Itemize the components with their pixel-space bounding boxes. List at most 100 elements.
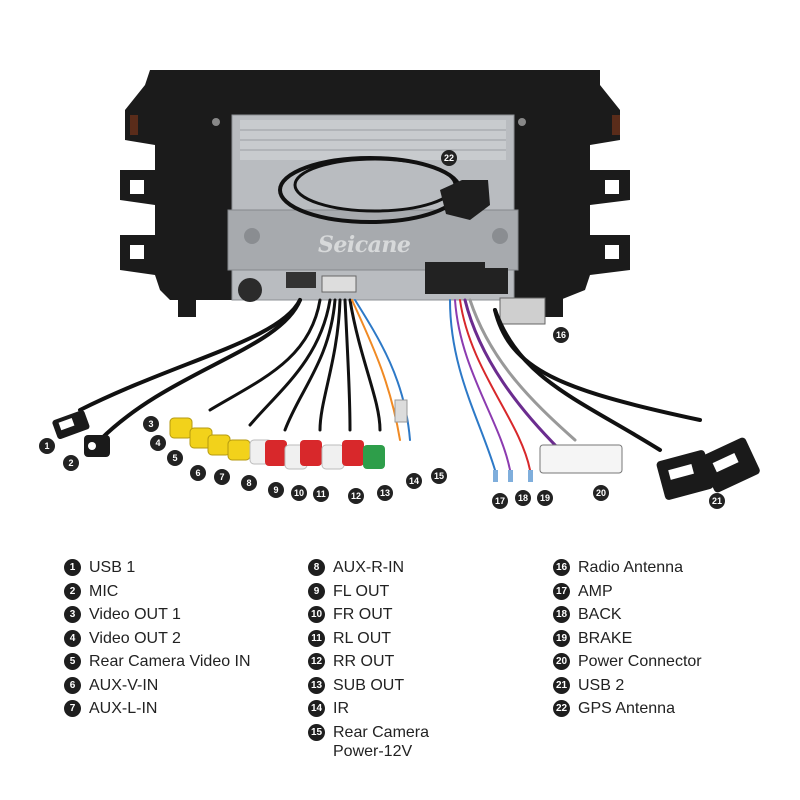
legend-number: 2 bbox=[64, 582, 81, 600]
legend-number: 18 bbox=[553, 606, 570, 623]
legend-item: 12 RR OUT bbox=[308, 652, 429, 676]
legend-item: 5 Rear Camera Video IN bbox=[64, 652, 251, 676]
legend-label: MIC bbox=[89, 582, 119, 600]
legend-number: 14 bbox=[308, 700, 325, 717]
legend-number: 9 bbox=[308, 582, 325, 600]
legend-label: AUX-V-IN bbox=[89, 676, 159, 694]
callout-2: 2 bbox=[63, 455, 79, 471]
legend-label: RR OUT bbox=[333, 653, 395, 670]
legend-label: RL OUT bbox=[333, 629, 392, 647]
callout-18: 18 bbox=[515, 490, 531, 506]
legend-number: 19 bbox=[553, 629, 570, 647]
legend-item: 1 USB 1 bbox=[64, 558, 251, 582]
gps-antenna bbox=[278, 156, 490, 224]
callout-7: 7 bbox=[214, 469, 230, 485]
callout-11: 11 bbox=[313, 486, 329, 502]
callout-14: 14 bbox=[406, 473, 422, 489]
legend-label: USB 1 bbox=[89, 559, 136, 576]
legend-item: 10 FR OUT bbox=[308, 605, 429, 629]
legend-label: Rear Camera Power-12V bbox=[333, 723, 430, 760]
legend-item: 3 Video OUT 1 bbox=[64, 605, 251, 629]
legend-item: 15 Rear Camera Power-12V bbox=[308, 723, 429, 767]
legend-number: 15 bbox=[308, 723, 325, 741]
power-connector-usb2 bbox=[539, 437, 760, 500]
legend-item: 6 AUX-V-IN bbox=[64, 676, 251, 700]
legend-number: 22 bbox=[553, 700, 570, 717]
legend-column-3: 16 Radio Antenna 17 AMP 18 BACK 19 BRAKE 20 P… bbox=[553, 558, 702, 723]
callout-4: 4 bbox=[150, 435, 166, 451]
wire-terminals bbox=[493, 470, 533, 482]
legend-item: 18 BACK bbox=[553, 605, 702, 629]
legend-item: 9 FL OUT bbox=[308, 582, 429, 606]
legend-label: SUB OUT bbox=[333, 676, 405, 694]
callout-15: 15 bbox=[431, 468, 447, 484]
legend-label: AUX-L-IN bbox=[89, 700, 158, 717]
legend-label: AUX-R-IN bbox=[333, 559, 405, 576]
legend-number: 21 bbox=[553, 676, 570, 694]
legend-number: 4 bbox=[64, 629, 81, 647]
legend-number: 3 bbox=[64, 606, 81, 623]
rca-connectors bbox=[169, 399, 408, 470]
callout-12: 12 bbox=[348, 488, 364, 504]
legend-label: Rear Camera Video IN bbox=[89, 653, 251, 670]
legend-number: 17 bbox=[553, 582, 570, 600]
legend-label: USB 2 bbox=[578, 676, 625, 694]
legend-label: Radio Antenna bbox=[578, 559, 683, 576]
legend-item: 20 Power Connector bbox=[553, 652, 702, 676]
legend-number: 1 bbox=[64, 559, 81, 576]
callout-13: 13 bbox=[377, 485, 393, 501]
callout-21: 21 bbox=[709, 493, 725, 509]
legend-item: 17 AMP bbox=[553, 582, 702, 606]
callout-9: 9 bbox=[268, 482, 284, 498]
legend-item: 11 RL OUT bbox=[308, 629, 429, 653]
legend-label: IR bbox=[333, 700, 349, 717]
legend-number: 12 bbox=[308, 653, 325, 670]
legend-label: BACK bbox=[578, 606, 622, 623]
legend-item: 16 Radio Antenna bbox=[553, 558, 702, 582]
callout-1: 1 bbox=[39, 438, 55, 454]
legend-number: 6 bbox=[64, 676, 81, 694]
legend-label: BRAKE bbox=[578, 629, 633, 647]
cable-bundles bbox=[78, 298, 702, 471]
legend-item: 19 BRAKE bbox=[553, 629, 702, 653]
head-unit-illustration bbox=[52, 70, 760, 500]
legend-number: 20 bbox=[553, 653, 570, 670]
legend-label: Power Connector bbox=[578, 653, 702, 670]
callout-5: 5 bbox=[167, 450, 183, 466]
legend-label: AMP bbox=[578, 582, 613, 600]
callout-10: 10 bbox=[291, 485, 307, 501]
legend-item: 13 SUB OUT bbox=[308, 676, 429, 700]
legend-item: 14 IR bbox=[308, 699, 429, 723]
legend-label: FL OUT bbox=[333, 582, 390, 600]
rear-connectors bbox=[238, 262, 546, 325]
callout-19: 19 bbox=[537, 490, 553, 506]
legend-number: 7 bbox=[64, 700, 81, 717]
legend-number: 11 bbox=[308, 629, 325, 647]
legend-number: 13 bbox=[308, 676, 325, 694]
callout-20: 20 bbox=[593, 485, 609, 501]
legend-label: FR OUT bbox=[333, 606, 393, 623]
legend-label: Video OUT 1 bbox=[89, 606, 181, 623]
legend-number: 16 bbox=[553, 559, 570, 576]
callout-22: 22 bbox=[441, 150, 457, 166]
usb1-mic-plugs bbox=[52, 410, 110, 457]
legend-label: GPS Antenna bbox=[578, 700, 675, 717]
callout-16: 16 bbox=[553, 327, 569, 343]
legend-item: 21 USB 2 bbox=[553, 676, 702, 700]
legend-number: 10 bbox=[308, 606, 325, 623]
brand-watermark: Seicane bbox=[318, 232, 411, 258]
legend-item: 2 MIC bbox=[64, 582, 251, 606]
callout-17: 17 bbox=[492, 493, 508, 509]
callout-8: 8 bbox=[241, 475, 257, 491]
legend-item: 22 GPS Antenna bbox=[553, 699, 702, 723]
legend-label: Video OUT 2 bbox=[89, 629, 181, 647]
legend-item: 7 AUX-L-IN bbox=[64, 699, 251, 723]
legend-item: 4 Video OUT 2 bbox=[64, 629, 251, 653]
callout-6: 6 bbox=[190, 465, 206, 481]
legend-number: 5 bbox=[64, 653, 81, 670]
callout-3: 3 bbox=[143, 416, 159, 432]
